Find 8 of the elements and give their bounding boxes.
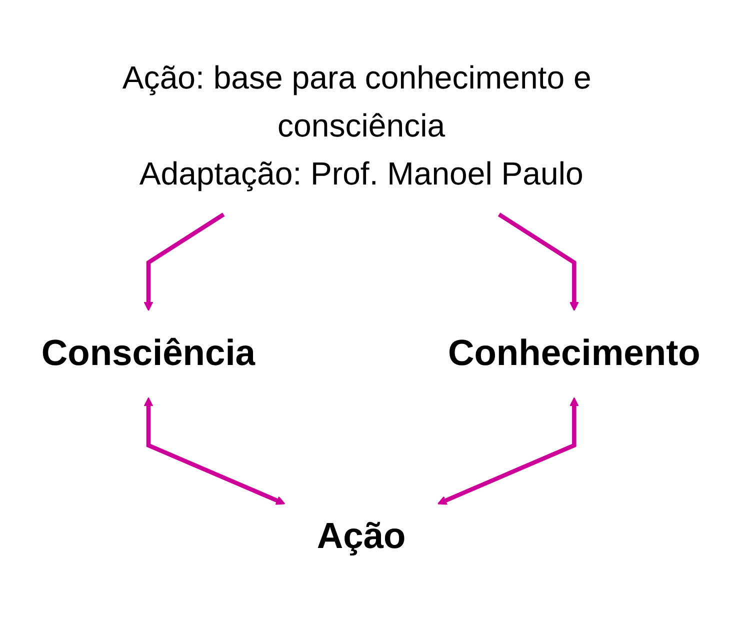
node-text: Consciência — [41, 333, 256, 374]
node-text: Ação — [316, 516, 406, 556]
node-text: Conhecimento — [448, 333, 700, 374]
arrow — [144, 397, 286, 505]
arrow — [437, 397, 579, 505]
arrow — [144, 212, 225, 312]
node-text: Ação: base para conhecimento e consciência Adaptação: Prof. Manoel Paulo — [122, 60, 592, 192]
arrow — [498, 212, 579, 312]
